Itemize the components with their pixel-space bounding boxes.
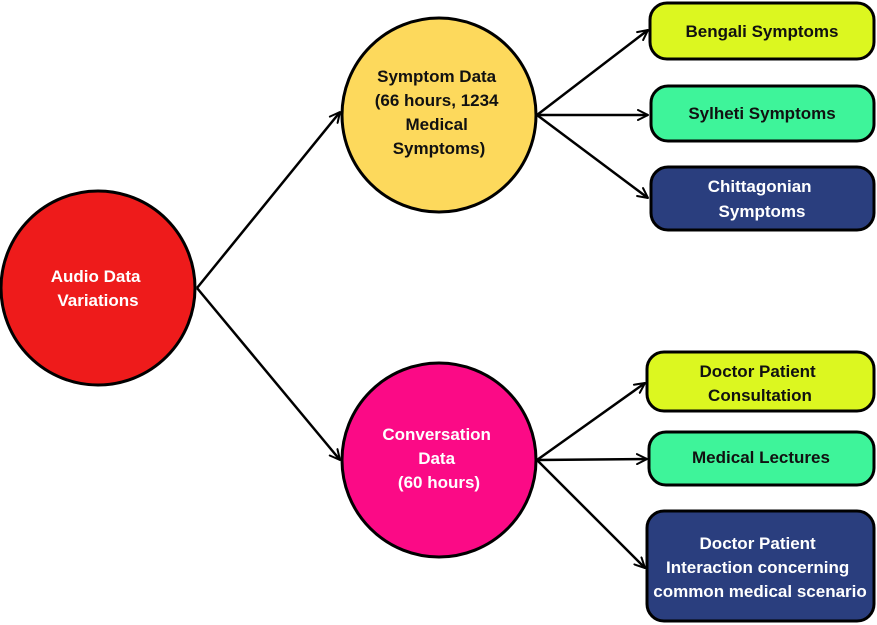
conversation-data-circle (340, 361, 538, 559)
leaf-sylheti-line-1: Sylheti Symptoms (688, 104, 835, 123)
root-label-line-2: Variations (57, 291, 138, 310)
root-node: Audio Data Variations (0, 189, 197, 387)
leaf-sylheti-symptoms: Sylheti Symptoms (649, 84, 876, 143)
conversation-data-node: Conversation Data (60 hours) (340, 361, 538, 559)
leaf-chittagonian-line-2: Symptoms (719, 202, 806, 221)
leaf-bengali-line-1: Bengali Symptoms (685, 22, 838, 41)
arrow-conversation-to-lectures (536, 453, 648, 466)
symptom-data-line-2: (66 hours, 1234 (375, 91, 499, 110)
symptom-data-line-3: Medical (405, 115, 467, 134)
symptom-data-label: Symptom Data (66 hours, 1234 Medical Sym… (375, 67, 504, 158)
root-circle (0, 189, 197, 387)
leaf-chittagonian-line-1: Chittagonian (708, 177, 812, 196)
leaf-medical-lectures: Medical Lectures (647, 430, 876, 487)
leaf-chittagonian-box (649, 165, 876, 232)
arrow-conversation-to-consultation (536, 381, 646, 462)
leaf-lectures-box (647, 430, 876, 487)
conversation-data-line-3: (60 hours) (398, 473, 480, 492)
connectors (196, 29, 649, 569)
leaf-doctor-patient-interaction: Doctor Patient Interaction concerning co… (645, 509, 876, 623)
leaf-interaction-label: Doctor Patient Interaction concerning co… (653, 534, 867, 601)
arrow-conversation-to-interaction (536, 459, 646, 569)
root-label-line-1: Audio Data (51, 267, 141, 286)
symptom-data-line-4: Symptoms) (393, 139, 486, 158)
leaf-bengali-label: Bengali Symptoms (685, 22, 838, 41)
leaf-lectures-label: Medical Lectures (692, 448, 830, 467)
symptom-data-circle (340, 16, 538, 214)
leaf-chittagonian-symptoms: Chittagonian Symptoms (649, 165, 876, 232)
arrow-root-to-conversation-data (196, 287, 341, 461)
leaf-consultation-box (645, 350, 876, 413)
conversation-data-line-1: Conversation (382, 425, 491, 444)
arrow-root-to-symptom-data (196, 111, 341, 289)
leaf-bengali-symptoms: Bengali Symptoms (648, 1, 876, 61)
leaf-chittagonian-label: Chittagonian Symptoms (708, 177, 817, 221)
symptom-data-line-1: Symptom Data (377, 67, 497, 86)
leaf-doctor-patient-consultation: Doctor Patient Consultation (645, 350, 876, 413)
leaf-sylheti-box (649, 84, 876, 143)
leaf-interaction-line-2: Interaction concerning (666, 558, 849, 577)
leaf-consultation-label: Doctor Patient Consultation (700, 362, 821, 405)
leaf-lectures-line-1: Medical Lectures (692, 448, 830, 467)
conversation-data-label: Conversation Data (60 hours) (382, 425, 495, 492)
leaf-sylheti-label: Sylheti Symptoms (688, 104, 835, 123)
leaf-consultation-line-2: Consultation (708, 386, 812, 405)
leaf-bengali-box (648, 1, 876, 61)
leaf-interaction-line-3: common medical scenario (653, 582, 867, 601)
arrow-symptom-to-chittagonian (536, 113, 649, 200)
arrow-symptom-to-bengali (536, 29, 649, 116)
leaf-consultation-line-1: Doctor Patient (700, 362, 817, 381)
conversation-data-line-2: Data (418, 449, 455, 468)
root-label: Audio Data Variations (51, 267, 145, 310)
leaf-interaction-box (645, 509, 876, 623)
leaf-interaction-line-1: Doctor Patient (700, 534, 817, 553)
symptom-data-node: Symptom Data (66 hours, 1234 Medical Sym… (340, 16, 538, 214)
